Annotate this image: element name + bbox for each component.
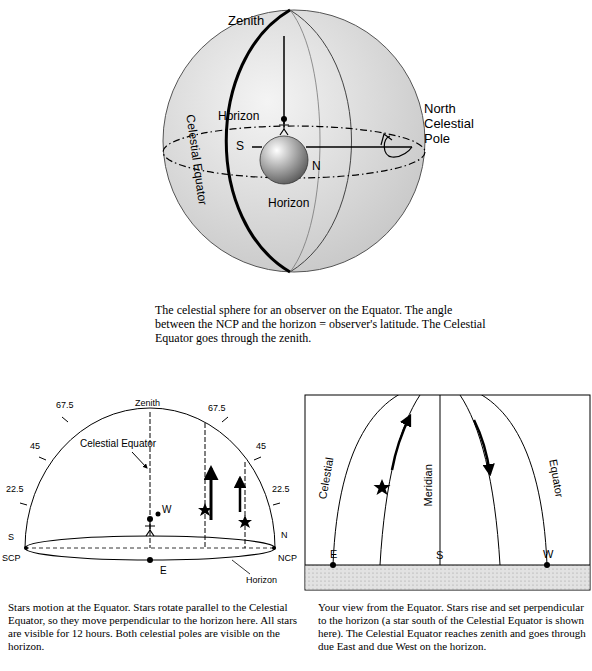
caption: Stars motion at the Equator. Stars rotat…: [8, 601, 300, 653]
angle-label: 22.5: [272, 484, 290, 494]
meridian-label: Meridian: [422, 464, 435, 506]
direction-label: S: [8, 532, 14, 542]
caption: The celestial sphere for an observer on …: [155, 303, 487, 345]
angle-label: 45: [30, 441, 40, 451]
direction-label: S: [236, 140, 244, 154]
direction-label: N: [281, 530, 288, 540]
pole-label: North Celestial Pole: [424, 102, 490, 147]
direction-label: E: [330, 548, 337, 561]
zenith-label: Zenith: [135, 398, 160, 408]
pole-label: SCP: [2, 553, 21, 563]
angle-label: 67.5: [56, 400, 74, 410]
angle-label: 45: [256, 441, 266, 451]
horizon-label: Horizon: [246, 575, 277, 585]
celestial-equator-label: Celestial Equator: [80, 438, 156, 450]
horizon-label: Horizon: [218, 110, 259, 124]
angle-label: 22.5: [6, 484, 24, 494]
direction-label: E: [160, 565, 167, 577]
direction-label: S: [436, 549, 443, 562]
angle-label: 67.5: [208, 403, 226, 413]
direction-label: N: [312, 160, 321, 174]
caption: Your view from the Equator. Stars rise a…: [318, 601, 590, 653]
direction-label: W: [543, 548, 553, 561]
horizon-label: Horizon: [268, 197, 309, 211]
pole-label: NCP: [278, 553, 297, 563]
direction-label: W: [162, 504, 171, 516]
zenith-label: Zenith: [228, 14, 264, 29]
